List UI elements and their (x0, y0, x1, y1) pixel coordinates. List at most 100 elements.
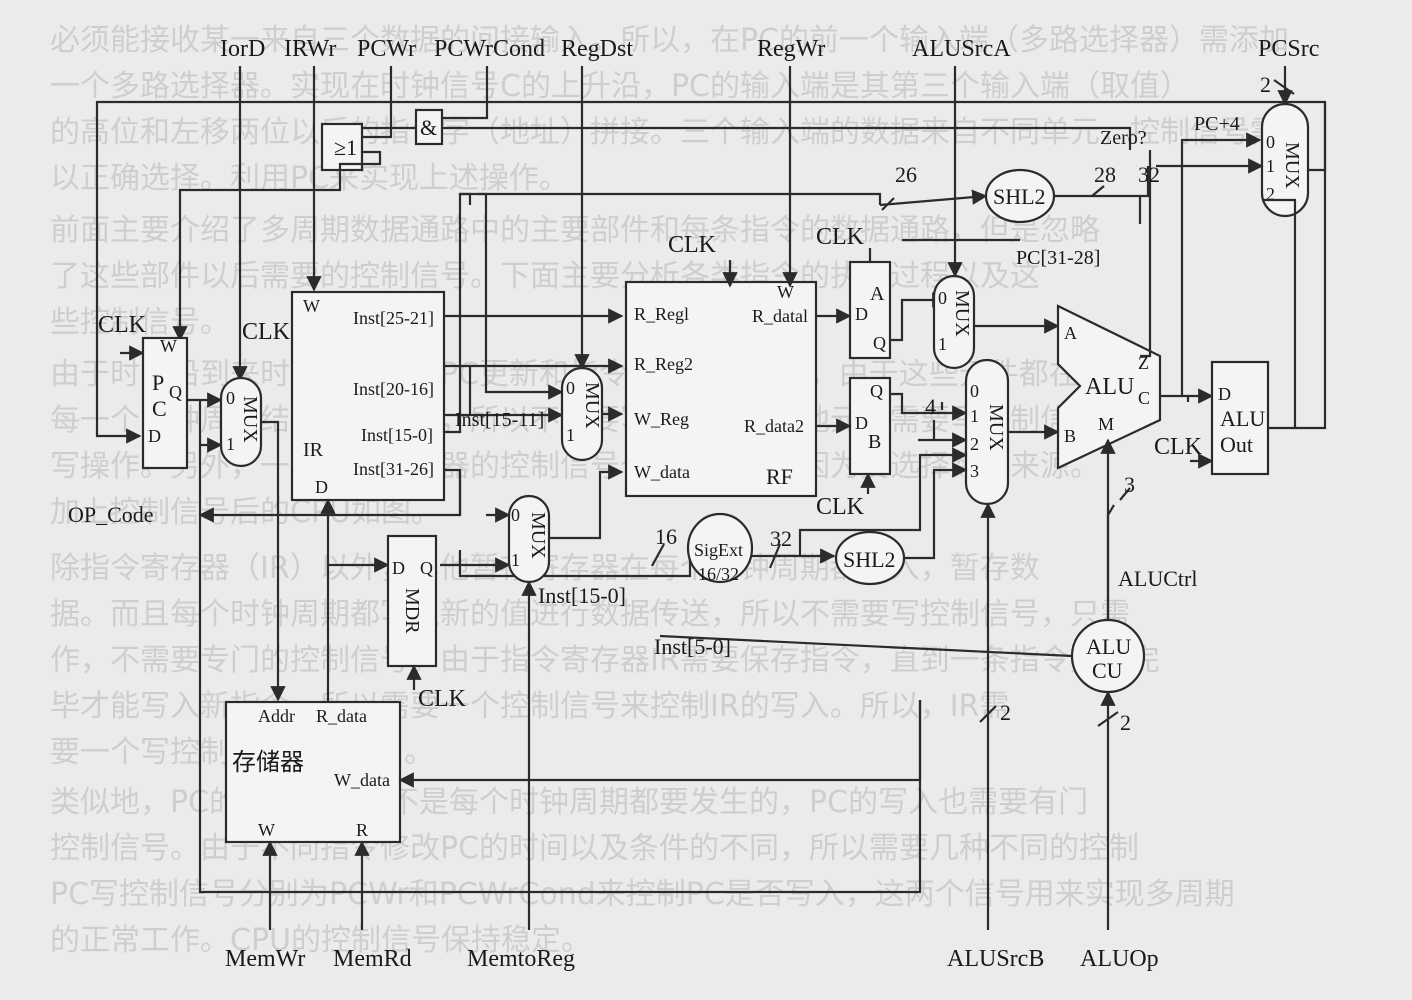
alusrcb-mux-in0: 0 (970, 381, 979, 401)
mem-name: 存储器 (232, 749, 304, 776)
rf-w-data: W_data (634, 462, 690, 482)
alusrca-mux-in1: 1 (938, 334, 947, 354)
mdr-name: MDR (401, 588, 423, 634)
rf-w-label: W (777, 282, 794, 302)
alusrcb-inputs (918, 402, 968, 448)
alusrca-mux-in0: 0 (938, 288, 947, 308)
reg-b-clk: CLK (816, 494, 865, 520)
bg-line: 前面主要介绍了多周期数据通路中的主要部件和每条指令的数据通路，但是忽略 (50, 213, 1100, 248)
mdr-q-label: Q (420, 558, 433, 578)
alu-a-label: A (1064, 323, 1077, 343)
width-3-label: 3 (1124, 472, 1135, 497)
pcwrcond-label: PCWrCond (434, 36, 545, 62)
aluout-line2: Out (1220, 432, 1253, 457)
bg-line: 一个多路选择器。实现在时钟信号C的上升沿，PC的输入端是其第三个输入端（取值） (50, 69, 1190, 104)
bg-line: 据。而且每个时钟周期都写入新的值进行数据传送，所以不需要写控制信号，只需 (50, 597, 1130, 632)
inst-5-0-label: Inst[5-0] (654, 634, 731, 659)
pcsrc-width-label: 2 (1260, 72, 1271, 97)
reg-b-d: D (855, 413, 868, 433)
bg-line: 类似地，PC的写入操作也不是每个时钟周期都要发生的，PC的写入也需要有门 (50, 785, 1088, 820)
alu-control-unit: ALU CU (659, 487, 1146, 930)
alusrca-mux-label: MUX (951, 290, 973, 337)
inst-25-21: Inst[25-21] (353, 308, 434, 328)
mem-r-label: R (356, 820, 368, 840)
irwr-label: IRWr (284, 36, 336, 62)
bg-line: PC写控制信号分别为PCWr和PCWrCond来控制PC是否写入，这两个信号用来… (50, 877, 1235, 912)
memtoreg-mux: 0 1 MUX (507, 464, 624, 930)
mem-w-label: W (258, 820, 275, 840)
alusrcb-label: ALUSrcB (947, 946, 1044, 972)
aluout-clk: CLK (1154, 434, 1203, 460)
iord-mux-clk: CLK (242, 319, 291, 345)
mdr-d-label: D (392, 558, 405, 578)
mem-rdata-label: R_data (316, 706, 367, 726)
bg-line: 些控制信号。 (50, 305, 230, 340)
pc-register: W P C Q D CLK (98, 312, 189, 470)
iord-mux-in1: 1 (226, 434, 235, 454)
pc-31-28-label: PC[31-28] (1016, 247, 1100, 269)
or-gate-label: ≥1 (334, 135, 357, 160)
memtoreg-mux-in0: 0 (511, 505, 520, 525)
op-code-label: OP_Code (68, 502, 154, 527)
alu-z-label: Z (1138, 353, 1149, 373)
reg-a-q: Q (873, 333, 886, 353)
regdst-label: RegDst (561, 36, 633, 62)
width-26-label: 26 (895, 162, 917, 187)
aluop-label: ALUOp (1080, 946, 1159, 972)
rf-clk-label: CLK (668, 232, 717, 258)
aluout-line1: ALU (1220, 406, 1265, 431)
alu-c-label: C (1138, 388, 1150, 408)
pc-wires (187, 392, 922, 894)
iord-mux-label: MUX (239, 396, 261, 443)
const-4-label: 4 (925, 394, 936, 419)
bg-line: 的正常工作。CPU的控制信号保持稳定。 (50, 923, 591, 958)
width-2b-label: 2 (1000, 700, 1011, 725)
alusrcb-mux: 0 1 2 3 MUX (964, 358, 1060, 930)
iord-label: IorD (220, 36, 265, 62)
alusrcb-mux-in1: 1 (970, 406, 979, 426)
alu-b-label: B (1064, 426, 1076, 446)
alu-out-register: D ALU Out CLK (1154, 360, 1295, 476)
ir-d-label: D (315, 477, 328, 497)
sigext-line2: 16/32 (698, 564, 739, 584)
shl2-branch-label: SHL2 (843, 547, 896, 572)
reg-a-name: A (870, 283, 885, 305)
rf-name: RF (766, 464, 793, 489)
bg-line: 必须能接收某一来自三个数据的间接输入。所以，在PC的前一个输入端（多路选择器）需… (50, 23, 1289, 58)
shl2-jump-label: SHL2 (993, 184, 1046, 209)
or-gate: ≥1 (320, 122, 364, 172)
bg-line: 控制信号。由于不同指令修改PC的时间以及条件的不同，所以需要几种不同的控制 (50, 831, 1139, 866)
pc-d-label: D (148, 426, 161, 446)
alusrcb-mux-label: MUX (985, 404, 1007, 451)
inst-15-0: Inst[15-0] (361, 425, 433, 445)
regdst-mux-in1: 1 (566, 425, 575, 445)
shl2-branch: SHL2 (834, 462, 968, 586)
pcsrc-mux: 0 1 2 MUX (1260, 66, 1310, 218)
memory-wires (262, 498, 922, 930)
memory: Addr R_data 存储器 W_data W R (224, 700, 402, 844)
and-gate: & (414, 108, 444, 146)
aluctrl-label: ALUCtrl (1118, 566, 1197, 591)
iord-mux-in0: 0 (226, 388, 235, 408)
pc-clk-label: CLK (98, 312, 147, 338)
register-b: Q D B CLK (816, 376, 892, 520)
width-32b-label: 32 (770, 526, 792, 551)
alucu-line1: ALU (1086, 634, 1131, 659)
pc-c-label: C (152, 396, 167, 421)
reg-a-clk: CLK (816, 224, 865, 250)
reg-a-d: D (855, 304, 868, 324)
pcsrc-mux-in2: 2 (1266, 184, 1275, 204)
pcsrc-mux-in0: 0 (1266, 132, 1275, 152)
alu-m-label: M (1098, 414, 1114, 434)
pc-w-label: W (160, 336, 177, 356)
shl2-jump: SHL2 (879, 166, 1150, 224)
alusrca-label: ALUSrcA (912, 36, 1011, 62)
pc-plus-4-label: PC+4 (1194, 113, 1240, 135)
alu-name: ALU (1085, 374, 1134, 400)
iord-mux: 0 1 MUX CLK (219, 319, 291, 468)
aluout-d: D (1218, 384, 1231, 404)
mdr-clk: CLK (418, 686, 467, 712)
bg-line: 的高位和左移两位以后的指令字（地址）拼接。三个输入端的数据来自不同单元，控制信号… (50, 115, 1310, 150)
rf-r-reg2: R_Reg2 (634, 354, 693, 374)
